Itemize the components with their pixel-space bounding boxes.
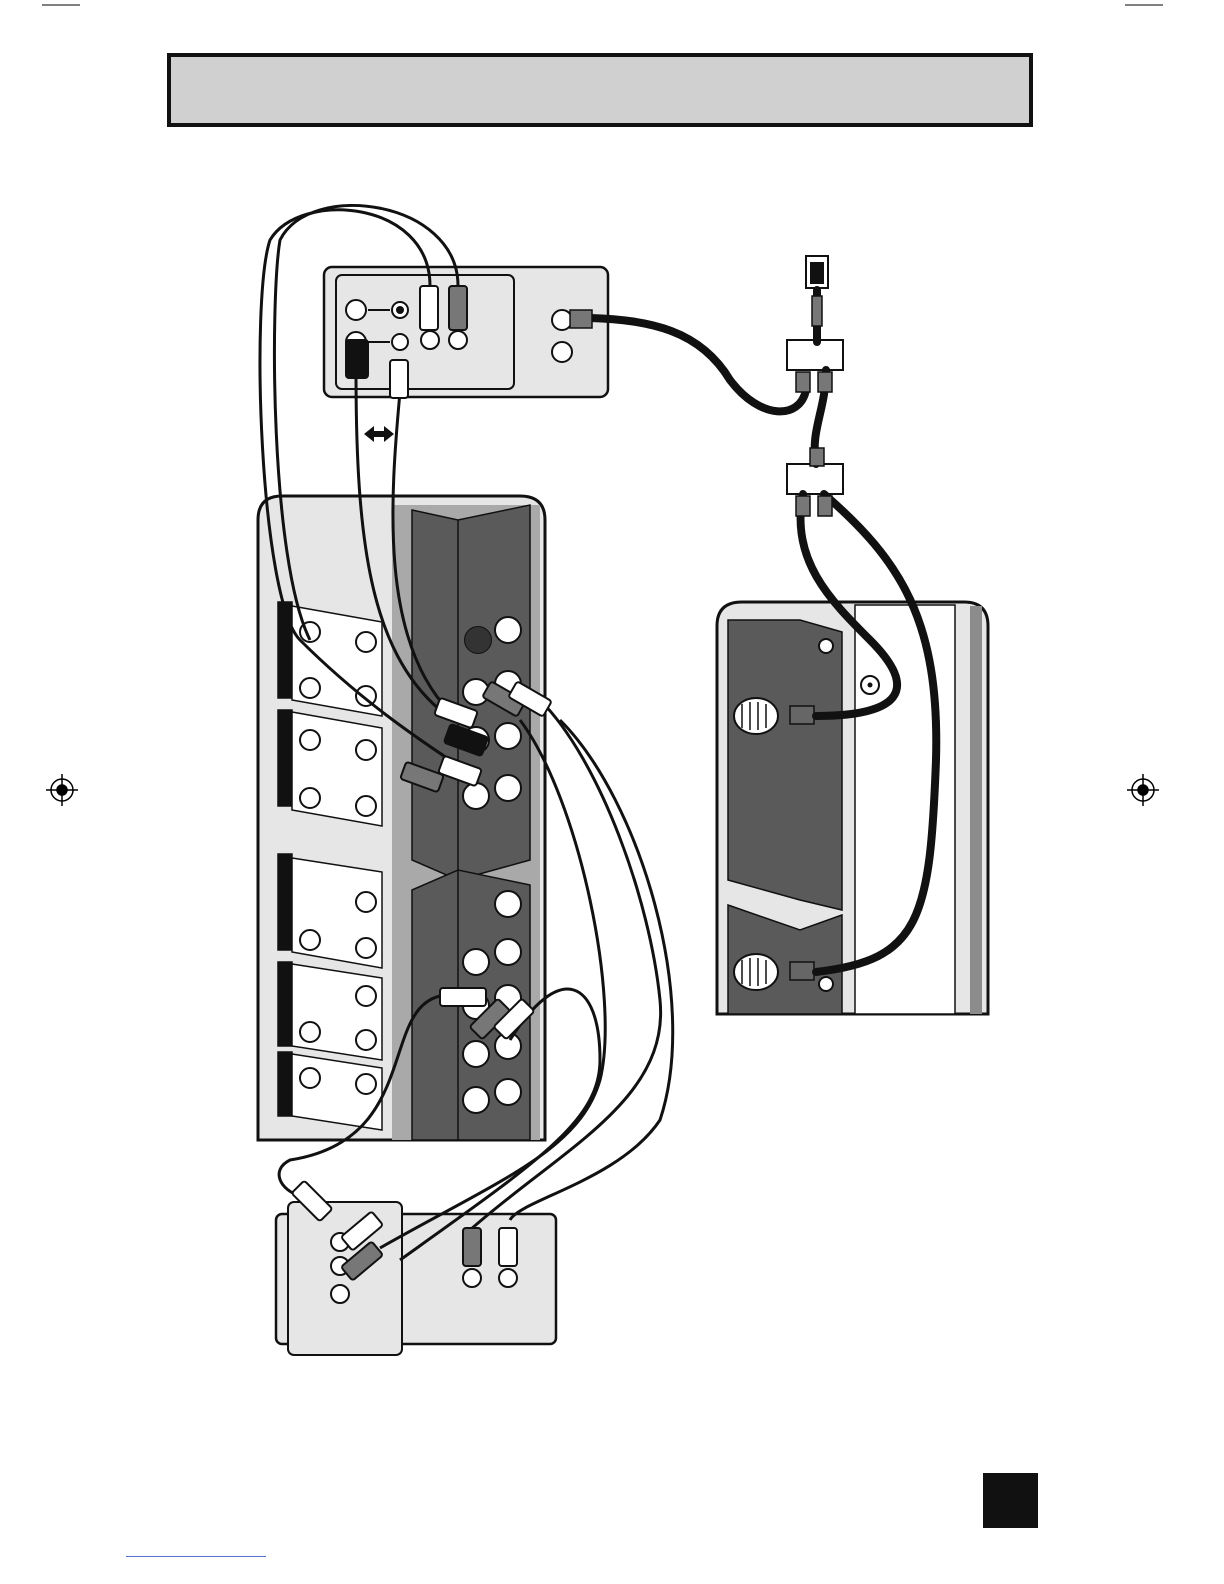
antenna-wall-outlet xyxy=(806,256,828,288)
registration-mark-icon xyxy=(1127,774,1159,806)
cable-box-rear-panel xyxy=(717,602,988,1014)
page-number-tab xyxy=(983,1473,1038,1528)
dvd-player-rear-panel xyxy=(276,1202,556,1355)
splitter-lower xyxy=(787,464,843,494)
registration-mark-icon xyxy=(46,774,78,806)
bidirectional-arrow-icon xyxy=(364,426,394,442)
footer-link-line[interactable] xyxy=(126,1556,266,1557)
tv-svideo-jack xyxy=(465,627,491,653)
